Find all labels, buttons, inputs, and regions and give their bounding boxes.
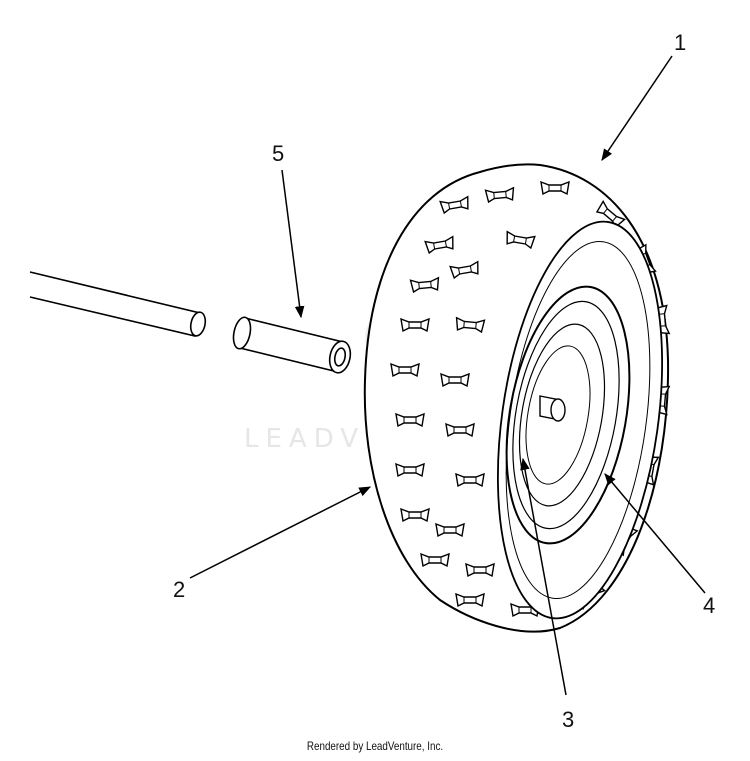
callout-2: 2 xyxy=(173,577,185,602)
callout-3: 3 xyxy=(562,707,574,732)
axle-shaft xyxy=(29,271,207,337)
leader-4 xyxy=(604,473,706,594)
callout-1: 1 xyxy=(674,30,686,55)
footer-credit: Rendered by LeadVenture, Inc. xyxy=(306,739,444,753)
leader-2 xyxy=(189,486,372,579)
wheel-rim xyxy=(505,285,631,545)
callout-5: 5 xyxy=(272,141,284,166)
leader-1 xyxy=(601,55,673,161)
callout-4: 4 xyxy=(703,593,715,618)
spacer-tube xyxy=(232,316,352,374)
leader-5 xyxy=(281,169,305,319)
leader-lines xyxy=(189,55,706,696)
leader-3 xyxy=(520,457,567,696)
